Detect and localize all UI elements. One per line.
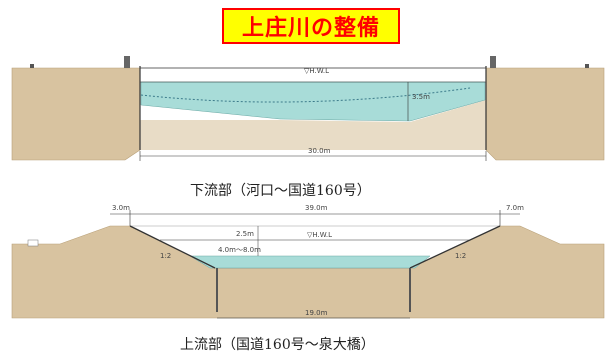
downstream-channel-bed	[140, 100, 486, 150]
upstream-low-water-label: 4.0m〜8.0m	[218, 246, 261, 254]
downstream-hwl-label: ▽H.W.L	[304, 67, 329, 75]
upstream-height-label: 2.5m	[236, 230, 254, 238]
upstream-left-slope-line	[129, 225, 216, 269]
upstream-caption: 上流部（国道160号〜泉大橋）	[180, 337, 375, 353]
downstream-left-bank	[11, 67, 141, 161]
downstream-right-post	[490, 56, 496, 68]
upstream-right-slope-label: 1:2	[455, 252, 466, 260]
title-banner: 上庄川の整備	[222, 8, 400, 44]
downstream-dotted-line	[140, 87, 471, 103]
upstream-top-width-label: 39.0m	[305, 204, 328, 212]
page-title: 上庄川の整備	[241, 16, 380, 41]
downstream-right-marker	[585, 64, 589, 68]
downstream-left-post	[124, 56, 130, 68]
upstream-left-slope-label: 1:2	[160, 252, 171, 260]
upstream-hwl-label: ▽H.W.L	[307, 231, 332, 239]
downstream-left-marker	[30, 64, 34, 68]
downstream-right-bank	[485, 67, 605, 161]
upstream-left-structure	[27, 239, 39, 247]
downstream-section: ▽H.W.L 3.5m 30.0m	[11, 56, 605, 161]
downstream-depth-label: 3.5m	[412, 93, 430, 101]
upstream-section: 3.0m 39.0m 7.0m ▽H.W.L 2.5m 4.0m〜8.0m 1:…	[11, 204, 605, 319]
downstream-caption: 下流部（河口〜国道160号）	[190, 183, 371, 199]
upstream-bottom-width-label: 19.0m	[305, 309, 328, 317]
upstream-right-berm-label: 7.0m	[506, 204, 524, 212]
upstream-right-slope-line	[409, 225, 501, 269]
upstream-water	[189, 255, 431, 269]
downstream-width-label: 30.0m	[308, 147, 331, 155]
upstream-left-berm-label: 3.0m	[112, 204, 130, 212]
